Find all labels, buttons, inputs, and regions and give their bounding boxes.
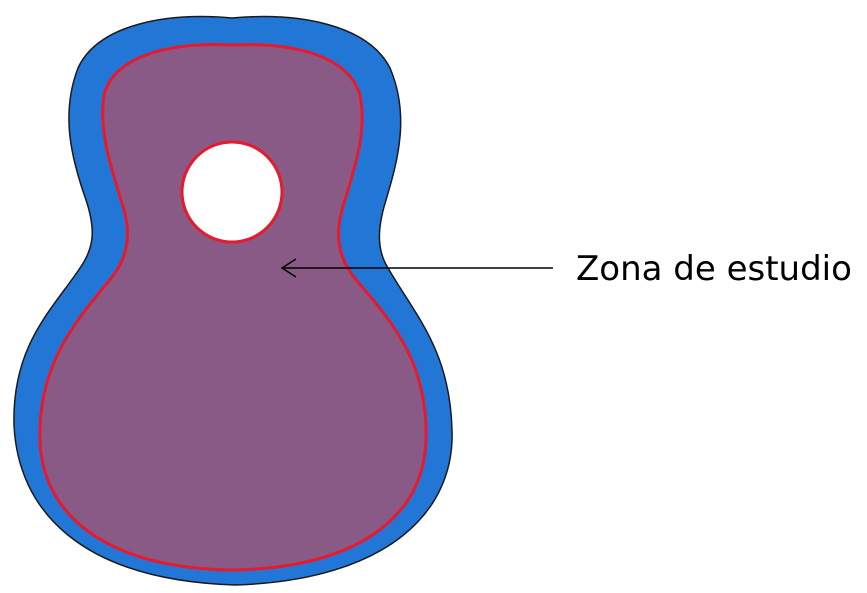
sound-hole-icon	[182, 142, 282, 242]
study-zone-label: Zona de estudio	[576, 249, 852, 289]
